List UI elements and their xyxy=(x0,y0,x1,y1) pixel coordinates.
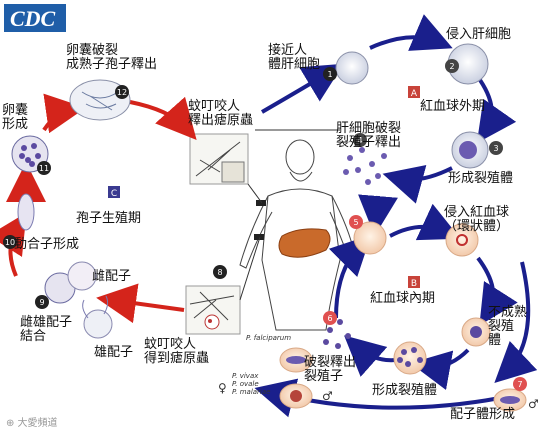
gametocyte-round xyxy=(290,390,302,402)
label-invade-liver: 侵入肝細胞 xyxy=(446,27,512,42)
svg-text:7: 7 xyxy=(517,380,522,389)
arrow-to-gametocyte xyxy=(494,261,538,383)
label-erythrocytic: 紅血球內期 xyxy=(370,291,436,306)
arrow-mosquito-gamete xyxy=(96,283,185,324)
stage-badge-c: C xyxy=(108,186,120,199)
ring-parasite xyxy=(456,234,468,246)
male-gamete-cell xyxy=(83,309,113,339)
label-mosquito-bite-release: 蚊叮咬人 釋出瘧原蟲 xyxy=(188,99,254,128)
sporozoites xyxy=(81,91,119,111)
cdc-logo: CDC xyxy=(4,4,66,32)
label-liver-rupture: 肝細胞破裂 裂殖子釋出 xyxy=(336,121,402,150)
svg-text:1: 1 xyxy=(327,70,332,79)
svg-text:9: 9 xyxy=(39,298,44,307)
immature-schizont-nucleus xyxy=(470,326,482,338)
arrow-ring-immature xyxy=(476,256,518,326)
liver-cell-approach xyxy=(335,51,369,85)
arrow-rupture-mosquito xyxy=(129,96,197,140)
label-invade-rbc: 侵入紅血球 （環狀體） xyxy=(444,205,510,234)
svg-text:5: 5 xyxy=(353,218,358,227)
mature-schizont-merozoites xyxy=(397,347,423,367)
label-oocyst-formation: 卵囊 形成 xyxy=(2,103,29,132)
svg-text:2: 2 xyxy=(449,62,454,71)
male-gamete-flagella xyxy=(82,295,109,319)
label-oocyst-rupture: 卵囊破裂 成熟子孢子釋出 xyxy=(66,43,158,72)
label-gamete-union: 雌雄配子 結合 xyxy=(20,315,73,344)
arm-marker xyxy=(256,200,266,206)
svg-text:C: C xyxy=(111,189,117,199)
liver-shape xyxy=(278,228,331,258)
stage-badge-b: B xyxy=(408,276,420,289)
oocyst-spots xyxy=(19,143,41,167)
arrow-oocyst-rupture xyxy=(42,93,86,134)
svg-text:P. vivax: P. vivax xyxy=(232,372,259,380)
watermark: ⊕ 大愛頻道 xyxy=(6,418,58,429)
liver-rupture-merozoites xyxy=(343,147,387,185)
rbc-merozoite-entry xyxy=(353,221,387,255)
gametocyte-crescent xyxy=(286,356,306,364)
arrow-approach-invade xyxy=(369,14,453,51)
gametocyte-crescent xyxy=(500,396,520,404)
svg-text:♂: ♂ xyxy=(528,397,539,411)
connector-line xyxy=(247,183,263,204)
svg-text:CDC: CDC xyxy=(10,6,56,31)
arrow-blood-ring xyxy=(389,203,461,241)
label-gametocyte-formation: 配子體形成 xyxy=(450,407,516,422)
rbc-ring-stage xyxy=(445,223,479,257)
svg-text:6: 6 xyxy=(327,314,332,323)
connector-line xyxy=(239,236,261,301)
arrow-rupture-blood-loop xyxy=(328,234,372,319)
ookinete-cell xyxy=(17,193,35,231)
label-mosquito-bite-take: 蚊叮咬人 得到瘧原蟲 xyxy=(144,337,210,366)
label-merozoite-release: 破裂釋出 裂殖子 xyxy=(304,355,357,384)
label-female-gamete: 雌配子 xyxy=(92,269,132,284)
svg-text:12: 12 xyxy=(117,88,127,97)
svg-text:4: 4 xyxy=(357,136,362,145)
arrow-rupture-blood xyxy=(358,194,398,236)
liver-schizont-nucleus xyxy=(459,141,477,159)
arrow-to-liver xyxy=(260,63,344,114)
svg-text:10: 10 xyxy=(5,238,15,247)
species-labels: P. falciparum P. vivax P. ovale P. malar… xyxy=(232,334,291,396)
svg-text:♂: ♂ xyxy=(322,389,333,403)
label-ookinete: 動合子形成 xyxy=(14,237,80,252)
oocyst-cell xyxy=(11,135,49,173)
svg-text:A: A xyxy=(411,89,418,99)
ruptured-merozoites xyxy=(323,319,351,349)
label-male-gamete: 雄配子 xyxy=(94,345,134,360)
step-badges: 1 2 3 4 5 6 7 8 9 10 11 12 xyxy=(3,59,527,391)
label-approach-liver: 接近人 體肝細胞 xyxy=(268,43,321,72)
svg-text:11: 11 xyxy=(39,164,49,173)
arrow-zygote-ookinete xyxy=(0,212,27,277)
arrow-mature-rupture xyxy=(344,335,397,377)
svg-text:P. malariae: P. malariae xyxy=(232,388,270,396)
svg-text:♀: ♀ xyxy=(218,381,227,395)
arrow-invade-schizont xyxy=(476,78,517,144)
svg-text:3: 3 xyxy=(493,144,498,153)
label-form-schizont-bottom: 形成裂殖體 xyxy=(372,383,438,398)
label-form-schizont-top: 形成裂殖體 xyxy=(448,171,514,186)
label-immature-schizont: 不成熟 裂殖 體 xyxy=(488,305,528,348)
mosquito-photo-bottom xyxy=(185,285,241,335)
female-gamete-cell xyxy=(67,261,97,291)
svg-text:B: B xyxy=(411,279,417,289)
svg-text:P. falciparum: P. falciparum xyxy=(246,334,291,342)
label-exo-erythrocytic: 紅血球外期 xyxy=(420,99,486,114)
mosquito-photo-top xyxy=(189,133,249,185)
sex-symbols: ♀ ♂ ♂ xyxy=(218,381,539,411)
svg-text:8: 8 xyxy=(217,268,222,277)
arrow-schizont-rupture xyxy=(382,165,453,204)
arrow-immature-mature xyxy=(410,348,470,390)
arm-marker xyxy=(254,234,264,240)
stage-badge-a: A xyxy=(408,86,420,99)
label-sporogonic: 孢子生殖期 xyxy=(76,211,142,226)
svg-text:P. ovale: P. ovale xyxy=(232,380,259,388)
ruptured-oocyst xyxy=(69,79,131,121)
